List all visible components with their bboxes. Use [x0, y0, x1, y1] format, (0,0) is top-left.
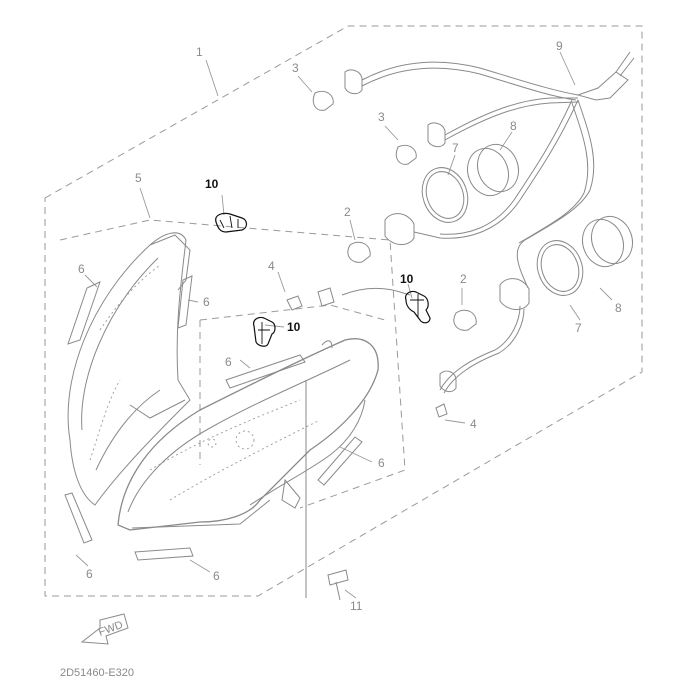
wire-harness	[341, 51, 635, 394]
callout-10c: 10	[400, 272, 414, 286]
reflector-strips	[64, 275, 363, 561]
clip-10c	[405, 290, 431, 324]
housing-boundary-lower	[199, 304, 386, 465]
mount-screw	[305, 380, 349, 601]
fwd-label: FWD	[97, 619, 125, 639]
leader-lines	[75, 51, 613, 599]
callout-3-upper: 3	[292, 61, 299, 75]
callout-11: 11	[350, 599, 363, 613]
callout-2-upper: 2	[344, 205, 351, 219]
callout-4-upper: 4	[268, 259, 275, 273]
diagram-code: 2D51460-E320	[60, 667, 134, 679]
sockets-rings	[317, 69, 634, 393]
headlight-lens	[117, 338, 379, 531]
callout-7-lower: 7	[575, 321, 582, 335]
callout-4-lower: 4	[470, 417, 477, 431]
callout-9: 9	[556, 39, 563, 53]
callout-6-mid: 6	[225, 355, 232, 369]
callout-6-left-upper: 6	[78, 262, 85, 276]
bulbs	[286, 90, 477, 418]
callout-3-lower: 3	[378, 110, 385, 124]
housing-boundary	[59, 219, 406, 509]
callout-2-lower: 2	[460, 272, 467, 286]
callout-10b: 10	[287, 320, 301, 334]
callout-8-upper: 8	[510, 119, 517, 133]
callout-6-left-lower: 6	[86, 567, 93, 581]
headlight-housing	[67, 232, 191, 506]
callout-6-bottom: 6	[213, 569, 220, 583]
clip-10a	[215, 212, 248, 233]
callout-5: 5	[135, 171, 142, 185]
callout-7-upper: 7	[452, 141, 459, 155]
assembly-boundary	[44, 25, 643, 597]
callout-10a: 10	[205, 177, 219, 191]
callout-1: 1	[196, 45, 203, 59]
fwd-arrow: FWD	[80, 613, 129, 645]
callout-6-right: 6	[378, 456, 385, 470]
callout-8-lower: 8	[615, 301, 622, 315]
clip-10b	[253, 316, 276, 347]
callout-6-mid-upper: 6	[203, 295, 210, 309]
